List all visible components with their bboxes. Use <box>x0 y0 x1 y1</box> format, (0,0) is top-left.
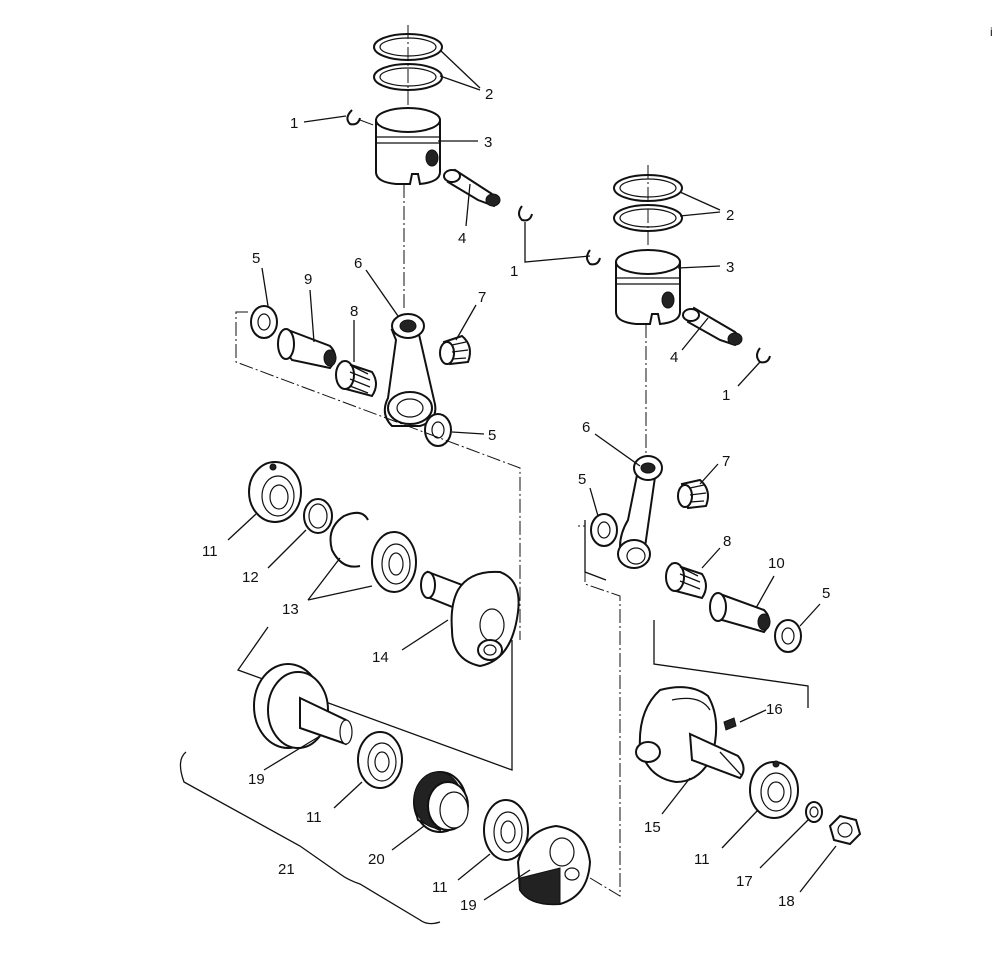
corner-mark: i <box>990 25 993 39</box>
nut-right <box>828 814 862 846</box>
needle-bearing-left-small <box>439 334 471 366</box>
thrust-washer-left-a <box>250 305 278 339</box>
callout-7: 7 <box>478 289 486 306</box>
callout-8: 8 <box>350 303 358 320</box>
callout-21: 21 <box>278 861 295 878</box>
connecting-rod-right <box>617 455 663 569</box>
callout-6: 6 <box>582 419 590 436</box>
callout-13: 13 <box>282 601 299 618</box>
piston-left <box>375 107 441 186</box>
ball-bearing-lower-a <box>357 731 403 789</box>
needle-bearing-left-big <box>335 360 377 398</box>
c-ring-left <box>329 511 369 568</box>
callout-6: 6 <box>354 255 362 272</box>
callout-16: 16 <box>766 701 783 718</box>
callout-9: 9 <box>304 271 312 288</box>
circlip-left-2 <box>518 205 533 222</box>
callout-4: 4 <box>670 349 678 366</box>
circlip-right-2 <box>756 347 771 364</box>
needle-bearing-right-small <box>677 478 709 510</box>
lock-washer-right <box>805 801 823 823</box>
ball-bearing-left-inner <box>371 531 417 593</box>
callout-20: 20 <box>368 851 385 868</box>
crank-pin-left <box>277 328 337 370</box>
callout-1: 1 <box>722 387 730 404</box>
callout-8: 8 <box>723 533 731 550</box>
callout-2: 2 <box>726 207 734 224</box>
labyrinth-seal <box>413 771 469 833</box>
piston-right <box>615 249 681 326</box>
ball-bearing-lower-b <box>483 799 529 861</box>
callout-1: 1 <box>510 263 518 280</box>
callout-19: 19 <box>248 771 265 788</box>
crank-wheel-left <box>253 663 353 749</box>
callout-11: 11 <box>306 809 322 826</box>
circlip-right-1 <box>586 249 601 266</box>
piston-pin-left <box>443 168 501 208</box>
woodruff-key <box>723 717 737 731</box>
thrust-washer-right-b <box>774 619 802 653</box>
crank-counterweight-right <box>516 824 592 906</box>
ball-bearing-left-outer <box>248 461 302 523</box>
circlip-left-1 <box>346 109 361 126</box>
thrust-washer-right-a <box>590 513 618 547</box>
callout-3: 3 <box>726 259 734 276</box>
snap-ring-left <box>303 498 333 534</box>
callout-18: 18 <box>778 893 795 910</box>
callout-11: 11 <box>432 879 448 896</box>
piston-pin-right <box>682 306 743 347</box>
callout-3: 3 <box>484 134 492 151</box>
part-callouts: 1 2 3 4 1 2 3 4 1 5 9 6 8 7 5 6 7 5 8 10… <box>202 86 830 914</box>
callout-12: 12 <box>242 569 259 586</box>
thrust-washer-left-b <box>424 413 452 447</box>
callout-1: 1 <box>290 115 298 132</box>
callout-19: 19 <box>460 897 477 914</box>
callout-14: 14 <box>372 649 389 666</box>
crank-half-right <box>635 686 745 784</box>
callout-10: 10 <box>768 555 785 572</box>
crank-pin-right <box>709 592 771 634</box>
callout-7: 7 <box>722 453 730 470</box>
ball-bearing-right <box>749 760 799 819</box>
callout-2: 2 <box>485 86 493 103</box>
callout-5: 5 <box>252 250 260 267</box>
callout-11: 11 <box>694 851 710 868</box>
leader-lines <box>227 49 837 901</box>
callout-15: 15 <box>644 819 661 836</box>
callout-5: 5 <box>822 585 830 602</box>
callout-5: 5 <box>488 427 496 444</box>
callout-4: 4 <box>458 230 466 247</box>
callout-11: 11 <box>202 543 218 560</box>
callout-17: 17 <box>736 873 753 890</box>
needle-bearing-right-big <box>665 562 707 600</box>
connecting-rod-left <box>383 313 437 427</box>
crank-half-left <box>420 570 520 668</box>
callout-5: 5 <box>578 471 586 488</box>
